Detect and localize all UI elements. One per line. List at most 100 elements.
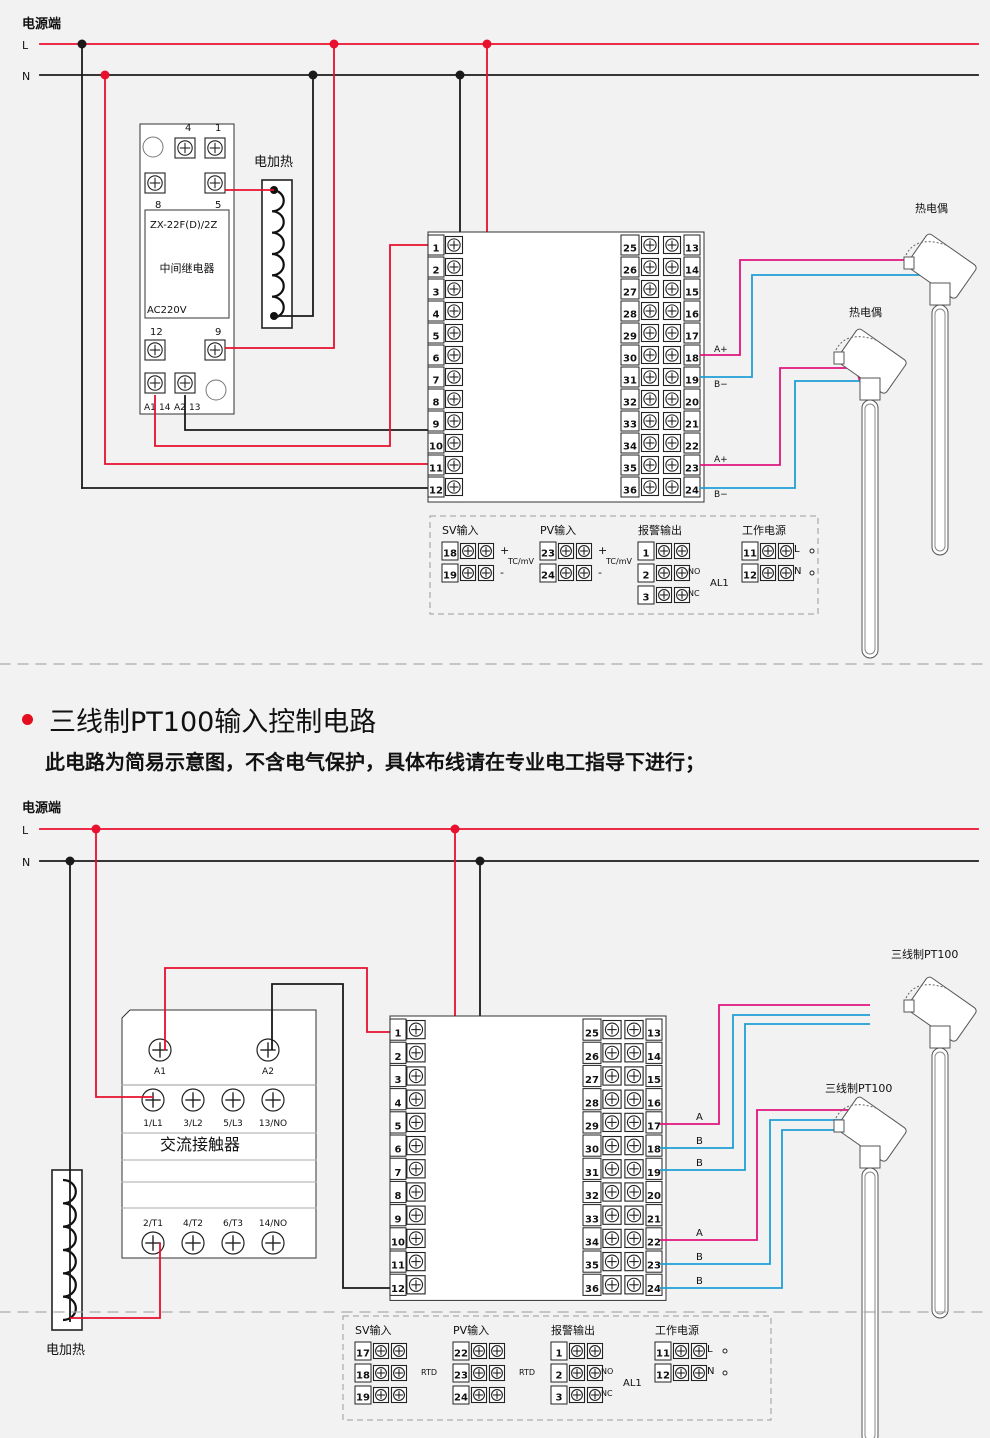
screw-terminal-icon — [488, 1342, 506, 1360]
terminal-number-box — [389, 1088, 407, 1111]
screw-terminal-icon — [575, 564, 593, 582]
top-left-terminal-number: 7 — [433, 376, 440, 387]
screw-terminal-icon — [690, 1342, 708, 1360]
bottom-legend-term-sv: 17 — [356, 1349, 370, 1360]
junction-dot — [475, 856, 485, 866]
top-left-terminal-number: 5 — [433, 332, 440, 343]
relay-hole-icon — [142, 136, 164, 158]
contactor-name: 交流接触器 — [160, 1135, 240, 1154]
signal-label: B− — [714, 380, 728, 390]
relay-terminal: 8 — [155, 200, 161, 211]
terminal-number-box — [620, 344, 640, 366]
relay-rating: AC220V — [147, 305, 187, 316]
round-screw-icon — [261, 1088, 285, 1112]
screw-terminal-icon — [602, 1182, 622, 1202]
screw-terminal-icon — [406, 1043, 426, 1063]
screw-terminal-icon — [586, 1386, 604, 1404]
top-left-terminal-number: 11 — [429, 464, 443, 475]
screw-terminal-icon — [640, 411, 660, 431]
terminal-number-box — [427, 410, 445, 432]
pt100-probe — [833, 1096, 907, 1438]
screw-terminal-icon — [662, 323, 682, 343]
top-right-terminal-number: 27 — [623, 288, 637, 299]
terminal-number-box — [620, 410, 640, 432]
contactor-body — [121, 1009, 317, 1259]
terminal-number-box — [389, 1204, 407, 1227]
bottom-left-terminal-number: 10 — [391, 1238, 405, 1249]
screw-terminal-icon — [640, 455, 660, 475]
contactor-top-terminal: 1/L1 — [143, 1119, 163, 1129]
bottom-alarm-name: AL1 — [623, 1378, 642, 1389]
terminal-number-box — [582, 1250, 602, 1273]
screw-terminal-icon — [568, 1342, 586, 1360]
bottom-left-terminal-number: 8 — [395, 1191, 402, 1202]
screw-terminal-icon — [655, 542, 673, 560]
bottom-right-terminal-number: 15 — [647, 1075, 661, 1086]
sign-label: + — [598, 544, 607, 557]
terminal-number-box — [427, 366, 445, 388]
sensor-neck — [859, 1145, 881, 1169]
screw-terminal-icon — [624, 1089, 644, 1109]
top-power-label: 电源端 — [22, 16, 61, 32]
bottom-right-terminal-number: 28 — [585, 1098, 599, 1109]
screw-terminal-icon — [602, 1205, 622, 1225]
contactor-coil-terminal: A2 — [262, 1067, 274, 1077]
screw-terminal-icon — [640, 367, 660, 387]
contactor-bottom-terminal: 14/NO — [259, 1219, 287, 1229]
signal-label: A+ — [714, 455, 728, 465]
sensor-chain — [835, 1104, 877, 1119]
signal-label: B — [696, 1276, 703, 1287]
bottom-right-terminal-number: 26 — [585, 1052, 599, 1063]
top-heater-label: 电加热 — [254, 155, 293, 170]
screw-terminal-icon — [477, 564, 495, 582]
legend-frame — [429, 515, 819, 615]
contactor-coil-terminal: A1 — [154, 1067, 166, 1077]
bottom-left-terminal-number: 9 — [395, 1214, 402, 1225]
screw-terminal-icon — [406, 1019, 426, 1040]
thermocouple-probe — [833, 328, 907, 659]
terminal-number-box — [645, 1273, 663, 1296]
screw-terminal-icon — [557, 564, 575, 582]
screw-terminal-icon — [459, 542, 477, 560]
terminal-number-box — [427, 278, 445, 300]
screw-terminal-icon — [204, 172, 226, 194]
wire — [164, 967, 402, 1050]
power-L: L — [794, 544, 800, 555]
screw-terminal-icon — [624, 1159, 644, 1179]
terminal-number-box — [741, 563, 759, 583]
terminal-number-box — [354, 1341, 372, 1361]
relay-terminal: 1 — [215, 123, 221, 134]
screw-terminal-icon — [406, 1112, 426, 1133]
round-screw-icon — [181, 1088, 205, 1112]
bottom-right-terminal-number: 33 — [585, 1214, 599, 1225]
terminal-number-box — [427, 234, 445, 256]
screw-terminal-icon — [406, 1182, 426, 1202]
terminal-number-box — [683, 322, 701, 344]
screw-terminal-icon — [673, 542, 691, 560]
screw-terminal-icon — [459, 564, 477, 582]
signal-wire — [660, 1109, 870, 1241]
bottom-legend-term-sv: 19 — [356, 1393, 370, 1404]
top-legend-term-sv: 19 — [443, 571, 457, 582]
screw-terminal-icon — [624, 1275, 644, 1295]
screw-terminal-icon — [204, 137, 226, 159]
screw-terminal-icon — [673, 586, 691, 604]
screw-terminal-icon — [444, 455, 464, 475]
screw-terminal-icon — [444, 279, 464, 299]
screw-terminal-icon — [662, 477, 682, 497]
top-legend-title-power: 工作电源 — [742, 523, 786, 537]
bottom-right-terminal-number: 16 — [647, 1098, 661, 1109]
power-terminal-icon — [722, 1370, 728, 1376]
power-N: N — [707, 1366, 714, 1377]
bottom-right-terminal-number: 18 — [647, 1145, 661, 1156]
top-legend-title-pv: PV输入 — [540, 523, 576, 537]
terminal-number-box — [620, 432, 640, 454]
screw-terminal-icon — [602, 1043, 622, 1063]
sensor-tube — [931, 304, 949, 556]
screw-terminal-icon — [568, 1364, 586, 1382]
bottom-left-terminal-number: 6 — [395, 1145, 402, 1156]
controller-body — [427, 231, 705, 503]
bottom-right-terminal-number: 34 — [585, 1238, 599, 1249]
bottom-right-terminal-number: 21 — [647, 1214, 661, 1225]
screw-terminal-icon — [602, 1251, 622, 1272]
